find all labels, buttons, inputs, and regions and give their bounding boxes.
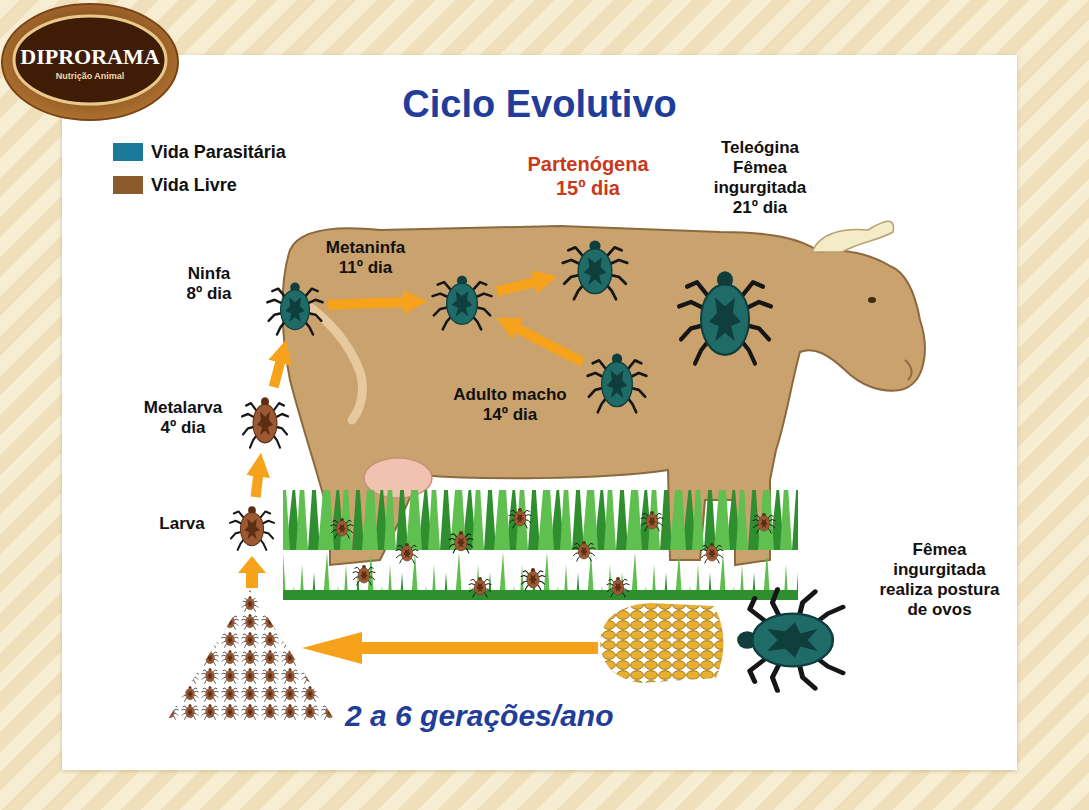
- logo-text: DIPRORAMA: [18, 44, 162, 70]
- logo-text: Nutrição Animal: [18, 71, 162, 82]
- cycle-arrow: [274, 358, 282, 387]
- tick-stage: Adulto macho 14º dia: [585, 345, 649, 415]
- cycle-arrow: [497, 281, 539, 291]
- cycle-arrow: [328, 302, 408, 305]
- grass-base: [283, 590, 798, 600]
- stage-label: Metalarva 4º dia: [138, 398, 228, 438]
- parasitic-tick-icon: [430, 268, 494, 332]
- stage-label: Partenógena 15º dia: [518, 152, 658, 200]
- cow-tail: [300, 300, 362, 420]
- free-tick-icon: [240, 390, 290, 450]
- cow-eye: [868, 297, 876, 303]
- legend-label: Vida Parasitária: [151, 141, 286, 163]
- legend-row: Vida Livre: [113, 174, 237, 196]
- cow-horn: [812, 221, 893, 252]
- generations-note: 2 a 6 gerações/ano: [345, 698, 613, 734]
- legend-swatch: [113, 143, 143, 161]
- parasitic-tick-icon: [585, 345, 649, 415]
- legend-label: Vida Livre: [151, 174, 237, 196]
- stage-label: Adulto macho 14º dia: [445, 385, 575, 425]
- stage-label: Larva: [150, 514, 214, 534]
- diagram-title: Ciclo Evolutivo: [62, 82, 1017, 126]
- parasitic-tick-icon: [675, 258, 775, 368]
- tick-stage: Fêmea ingurgitada realiza postura de ovo…: [722, 585, 848, 695]
- parasitic-tick-icon: [265, 275, 325, 337]
- stage-label: Ninfa 8º dia: [180, 264, 238, 304]
- cycle-arrow: [256, 472, 259, 497]
- cycle-arrow: [514, 327, 583, 363]
- larvae-pile: [166, 590, 336, 722]
- tick-stage: Teleógina Fêmea ingurgitada 21º dia: [675, 258, 775, 368]
- tick-stage: Larva: [228, 500, 276, 552]
- larvae-in-grass: [331, 508, 775, 597]
- slide-panel: [62, 55, 1017, 770]
- logo-badge: [2, 4, 178, 120]
- stage-label: Metaninfa 11º dia: [318, 238, 413, 278]
- legend-swatch: [113, 176, 143, 194]
- legend-row: Vida Parasitária: [113, 141, 286, 163]
- stage-label: Teleógina Fêmea ingurgitada 21º dia: [700, 138, 820, 218]
- stage-label: Fêmea ingurgitada realiza postura de ovo…: [872, 540, 1007, 620]
- cow-nostril: [905, 360, 912, 380]
- small-arrow: [238, 556, 266, 588]
- big-arrow: [302, 632, 598, 664]
- parasitic-tick-icon: [722, 585, 848, 695]
- free-tick-icon: [228, 500, 276, 552]
- tick-stage: Ninfa 8º dia: [265, 275, 325, 337]
- egg-mass: [600, 603, 724, 683]
- grass: [283, 490, 798, 600]
- parasitic-tick-icon: [560, 232, 630, 302]
- tick-stage: Metaninfa 11º dia: [430, 268, 494, 332]
- tick-stage: Metalarva 4º dia: [240, 390, 290, 450]
- tick-stage: Partenógena 15º dia: [560, 232, 630, 302]
